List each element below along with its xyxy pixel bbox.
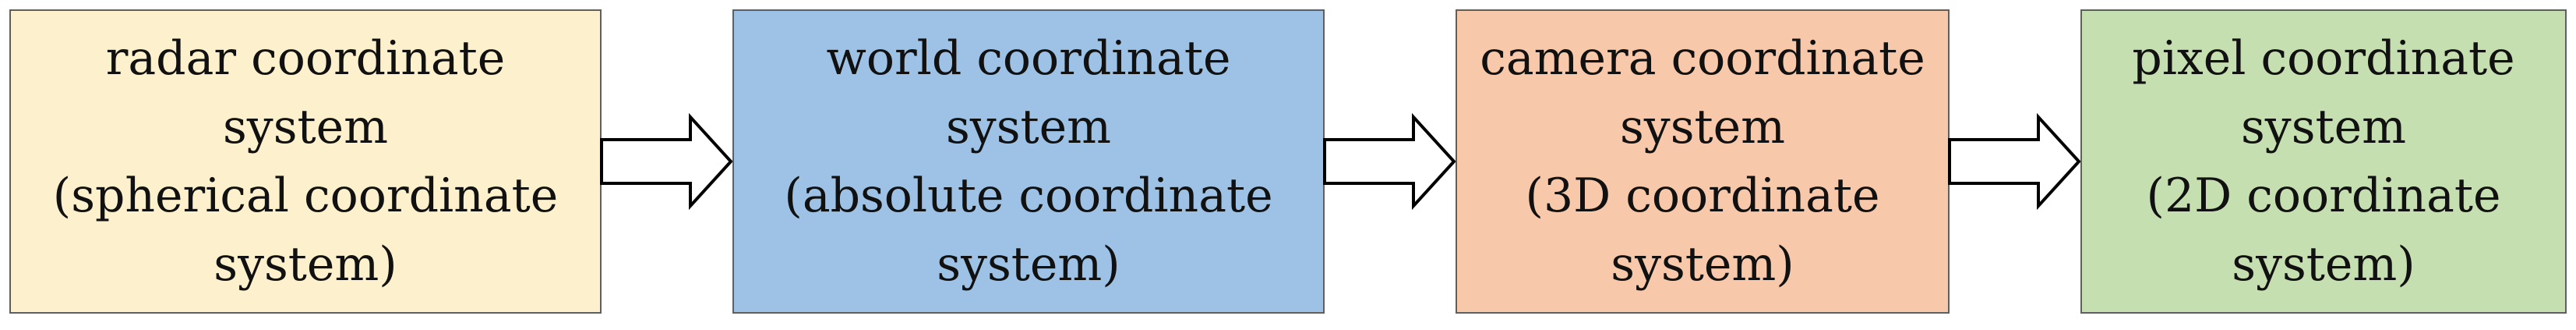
box-label-line: (3D coordinate [1525, 169, 1880, 223]
box-label-line: world coordinate [826, 31, 1231, 86]
box-label-line: radar coordinate [105, 31, 506, 86]
right-arrow-icon [1948, 112, 2081, 211]
box-label-line: system [223, 100, 388, 154]
box-label-line: (spherical coordinate [52, 169, 559, 223]
box-label-line: (absolute coordinate [784, 169, 1273, 223]
box-label-line: system [1620, 100, 1785, 154]
right-arrow-icon [600, 112, 733, 211]
box-label-line: system [946, 100, 1111, 154]
box-label-line: system) [2232, 237, 2415, 292]
box-label-line: pixel coordinate [2132, 31, 2515, 86]
box-label-line: system [2241, 100, 2406, 154]
box-label-line: system) [937, 237, 1120, 292]
world-coordinate-box: world coordinate system (absolute coordi… [732, 9, 1325, 314]
radar-coordinate-box: radar coordinate system (spherical coord… [9, 9, 602, 314]
right-arrow-icon [1323, 112, 1456, 211]
box-label-line: camera coordinate [1480, 31, 1925, 86]
box-label-line: system) [213, 237, 397, 292]
camera-coordinate-box: camera coordinate system (3D coordinate … [1456, 9, 1950, 314]
box-label-line: system) [1611, 237, 1794, 292]
pixel-coordinate-box: pixel coordinate system (2D coordinate s… [2080, 9, 2567, 314]
box-label-line: (2D coordinate [2146, 169, 2501, 223]
